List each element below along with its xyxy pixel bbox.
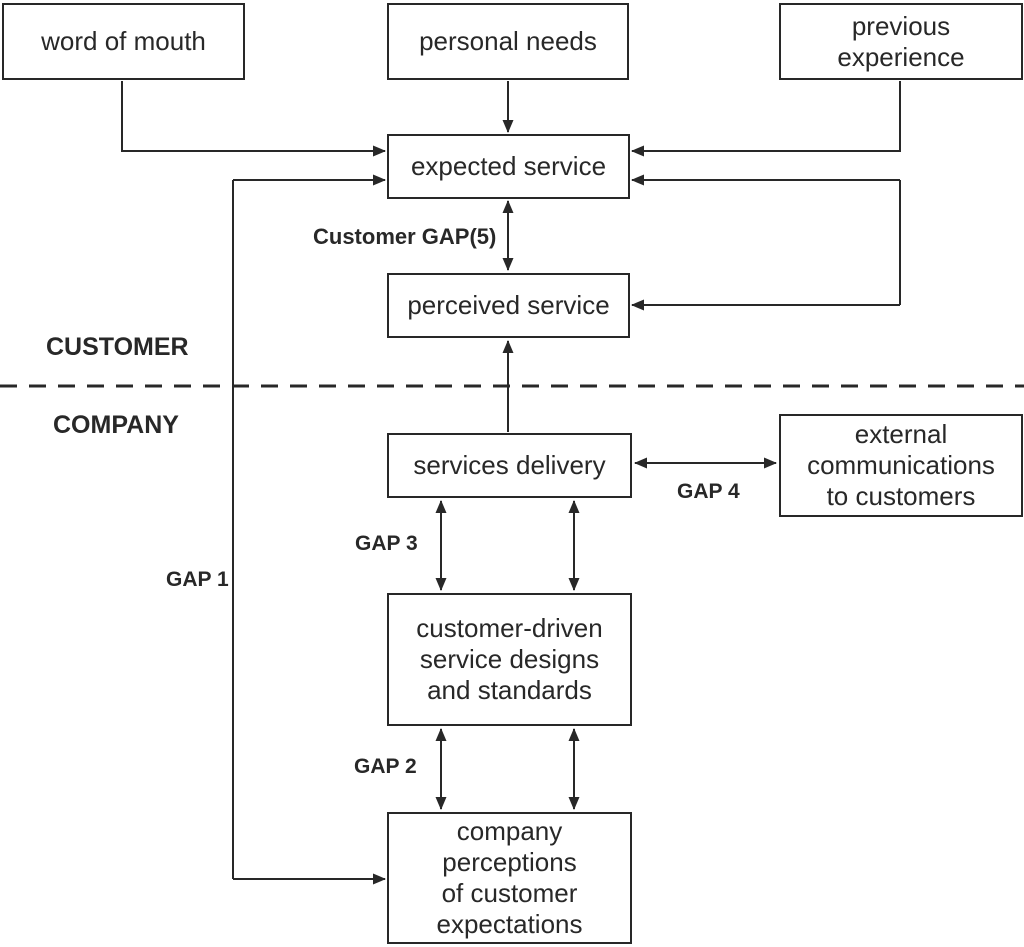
gap4-label: GAP 4	[677, 480, 740, 503]
box-external-communications: external communications to customers	[779, 414, 1023, 517]
arrow-previous-experience-to-expected	[631, 81, 901, 157]
box-customer-driven-designs-label: customer-driven service designs and stan…	[416, 613, 603, 705]
arrow-word-of-mouth-to-expected	[121, 81, 386, 157]
box-personal-needs: personal needs	[387, 3, 629, 80]
box-customer-driven-designs: customer-driven service designs and stan…	[387, 593, 632, 726]
box-expected-service: expected service	[387, 134, 630, 199]
box-company-perceptions: company perceptions of customer expectat…	[387, 812, 632, 944]
box-previous-experience: previous experience	[779, 3, 1023, 80]
customer-zone-label: CUSTOMER	[46, 333, 189, 361]
box-expected-service-label: expected service	[410, 151, 607, 181]
gap2-label: GAP 2	[354, 755, 417, 778]
box-services-delivery-label: services delivery	[413, 450, 606, 480]
box-word-of-mouth-label: word of mouth	[41, 26, 206, 56]
box-word-of-mouth: word of mouth	[2, 3, 245, 80]
gap3-label: GAP 3	[355, 532, 418, 555]
gap1-label: GAP 1	[166, 568, 229, 591]
box-services-delivery: services delivery	[387, 433, 632, 498]
box-perceived-service-label: perceived service	[407, 290, 610, 320]
company-zone-label: COMPANY	[53, 411, 179, 439]
box-company-perceptions-label: company perceptions of customer expectat…	[436, 816, 583, 939]
box-perceived-service: perceived service	[387, 273, 630, 338]
box-previous-experience-label: previous experience	[837, 10, 965, 72]
box-external-communications-label: external communications to customers	[807, 419, 995, 511]
box-personal-needs-label: personal needs	[419, 26, 597, 56]
customer-gap5-label: Customer GAP(5)	[313, 224, 497, 249]
